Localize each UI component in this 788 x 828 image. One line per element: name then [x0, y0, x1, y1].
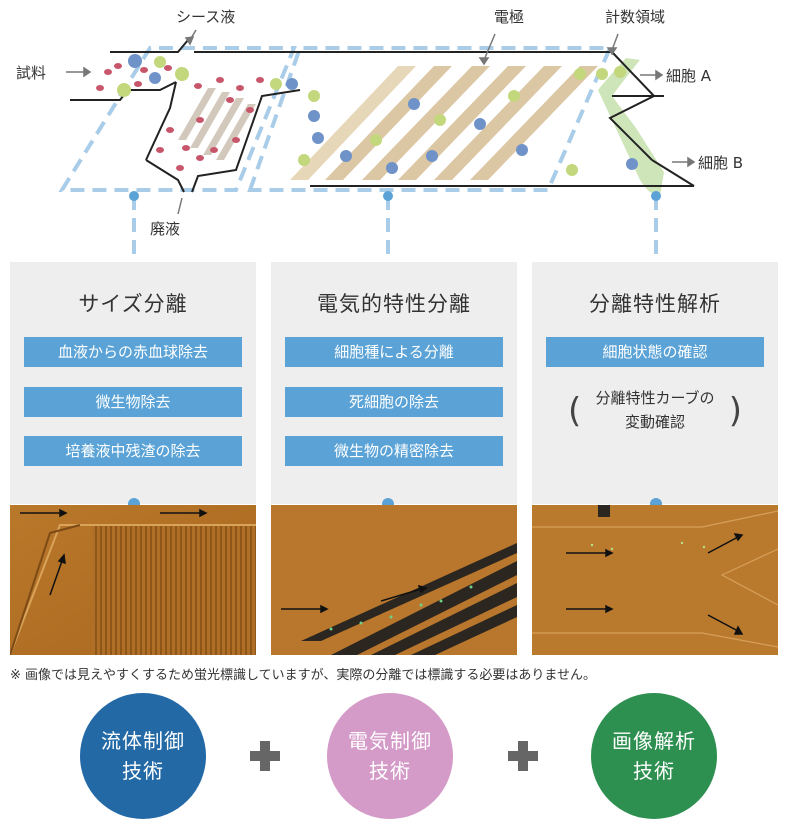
counting-area-band	[598, 58, 664, 196]
paren-left: (	[568, 391, 582, 431]
label-sheath: シース液	[176, 8, 236, 26]
tag: 微生物除去	[24, 387, 242, 417]
tag: 死細胞の除去	[285, 387, 503, 417]
label-cell-b: 細胞 B	[698, 154, 744, 172]
label-waste: 廃液	[150, 220, 181, 238]
plus-icon	[508, 741, 538, 771]
tech-line1: 流体制御	[101, 729, 185, 753]
panel-size-separation: サイズ分離 血液からの赤血球除去 微生物除去 培養液中残渣の除去	[10, 262, 256, 504]
label-sample: 試料	[16, 64, 47, 82]
paren-note: ( 分離特性カーブの 変動確認 )	[546, 386, 764, 442]
tech-electrical-control: 電気制御 技術	[327, 693, 453, 819]
panel-title: 分離特性解析	[589, 292, 721, 316]
paren-right: )	[728, 391, 742, 431]
tag: 微生物の精密除去	[285, 436, 503, 466]
microfluidic-schematic	[58, 29, 696, 262]
paren-line: 変動確認	[624, 413, 685, 431]
tech-fluid-control: 流体制御 技術	[80, 693, 206, 819]
tag: 培養液中残渣の除去	[24, 436, 242, 466]
label-counting-area: 計数領域	[605, 8, 666, 26]
tech-line1: 電気制御	[348, 729, 432, 753]
flow-arrows	[66, 29, 696, 215]
tech-image-analysis: 画像解析 技術	[591, 693, 717, 819]
size-filter-stripes	[178, 88, 256, 160]
paren-line: 分離特性カーブの	[595, 389, 715, 407]
red-blood-cells	[96, 63, 264, 171]
channel-walls	[70, 39, 695, 193]
tag: 細胞状態の確認	[546, 337, 764, 367]
panel-title: サイズ分離	[78, 292, 188, 316]
connector-dots	[129, 191, 661, 201]
panel-electrical-separation: 電気的特性分離 細胞種による分離 死細胞の除去 微生物の精密除去	[271, 262, 517, 504]
cells	[117, 54, 638, 176]
plus-icon	[250, 741, 280, 771]
tech-line2: 技術	[122, 759, 164, 783]
label-electrode: 電極	[494, 8, 525, 26]
tag: 血液からの赤血球除去	[24, 337, 242, 367]
panel-separation-analysis: 分離特性解析 細胞状態の確認 ( 分離特性カーブの 変動確認 )	[532, 262, 778, 504]
tag: 細胞種による分離	[285, 337, 503, 367]
label-cell-a: 細胞 A	[666, 67, 712, 85]
micrograph-svg	[271, 505, 517, 655]
micrograph-svg	[10, 505, 256, 655]
tech-line1: 画像解析	[612, 729, 696, 753]
micrograph-size-separation	[10, 505, 256, 655]
panel-title: 電気的特性分離	[317, 292, 471, 316]
tech-line2: 技術	[633, 759, 675, 783]
micrograph-svg	[532, 505, 778, 655]
micrograph-separation-analysis	[532, 505, 778, 655]
footnote: ※ 画像では見えやすくするため蛍光標識していますが、実際の分離では標識する必要は…	[10, 668, 596, 683]
tech-line2: 技術	[369, 759, 411, 783]
micrograph-electrical-separation	[271, 505, 517, 655]
electrode-stripes	[290, 66, 598, 180]
